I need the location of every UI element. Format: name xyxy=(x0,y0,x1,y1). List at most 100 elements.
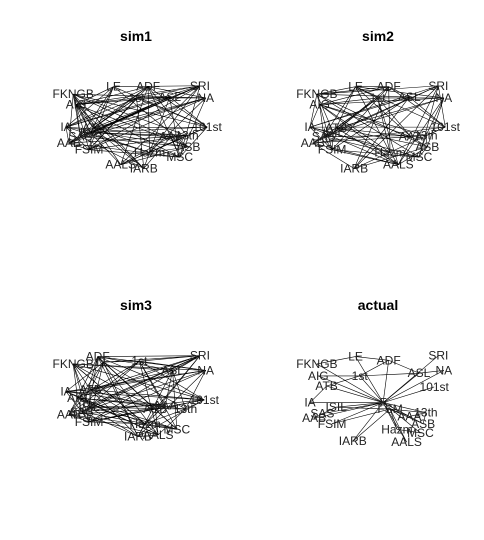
node-label: FSIM xyxy=(75,143,104,157)
network-edge xyxy=(418,146,428,158)
network-edge xyxy=(427,97,445,147)
network-edge xyxy=(65,391,166,406)
network-edge xyxy=(352,402,384,442)
node-label: NA xyxy=(436,363,453,377)
network-edge xyxy=(319,97,378,105)
network-edge xyxy=(144,405,166,424)
network-edge xyxy=(72,363,91,390)
network-edge xyxy=(147,86,208,128)
node-label: MSC xyxy=(407,426,434,440)
network-edge xyxy=(72,363,90,422)
node-label: SAS xyxy=(70,405,94,419)
node-label: SAS xyxy=(312,130,336,144)
node-label: ASL xyxy=(408,366,431,380)
network-edge xyxy=(145,423,177,430)
network-edge xyxy=(316,86,356,95)
network-edge xyxy=(81,370,206,413)
network-edge xyxy=(136,97,145,169)
network-edge xyxy=(103,361,186,410)
network-edge xyxy=(331,96,410,150)
network-edge xyxy=(68,355,201,415)
node-label: ADF xyxy=(86,350,110,364)
network-edge xyxy=(171,135,187,137)
node-label: LE xyxy=(106,80,121,94)
network-edge xyxy=(148,86,206,99)
network-edge xyxy=(113,86,189,148)
network-edge xyxy=(136,97,208,128)
network-edge xyxy=(389,152,420,158)
network-edge xyxy=(76,86,149,105)
network-edge xyxy=(81,399,205,413)
network-edge xyxy=(319,104,411,137)
node-label: ATB xyxy=(325,121,347,135)
network-edge xyxy=(149,146,189,153)
node-label: 101st xyxy=(431,120,461,134)
node-label: SRI xyxy=(190,349,210,363)
network-edge xyxy=(309,85,439,128)
network-edge xyxy=(139,360,205,401)
network-edge xyxy=(65,97,137,128)
network-edge xyxy=(75,104,189,148)
node-label: AALS xyxy=(105,158,136,172)
node-label: IARB xyxy=(124,430,152,444)
node-label: NA xyxy=(197,363,214,377)
network-edge xyxy=(179,126,208,158)
network-edge xyxy=(312,132,334,144)
network-edge xyxy=(398,146,428,165)
node-label: LE xyxy=(348,350,363,364)
node-label: FKNGB xyxy=(296,87,337,101)
node-label: FSIM xyxy=(318,143,347,157)
network-edge xyxy=(165,370,173,406)
network-edge xyxy=(355,86,446,128)
network-edge xyxy=(319,104,325,137)
network-edge xyxy=(68,397,78,415)
network-edge xyxy=(323,136,391,153)
network-edge xyxy=(332,149,420,158)
network-edge xyxy=(73,363,205,401)
network-edge xyxy=(77,397,166,406)
network-edge xyxy=(170,136,189,148)
network-edge xyxy=(355,356,389,361)
node-label: 13th xyxy=(414,406,437,420)
node-label: ASL xyxy=(158,90,181,104)
network-edge xyxy=(65,391,83,412)
network-edge xyxy=(139,361,178,430)
network-edge xyxy=(323,135,426,137)
network-edge xyxy=(65,96,170,128)
network-edge xyxy=(336,127,411,137)
network-edge xyxy=(389,408,398,430)
network-edge xyxy=(65,86,149,128)
network-edge xyxy=(88,135,188,150)
network-edge xyxy=(336,406,391,410)
network-edge xyxy=(185,399,205,410)
node-label: LE xyxy=(348,80,363,94)
node-label: ISIL xyxy=(80,126,102,140)
network-edge xyxy=(353,96,410,169)
network-edge xyxy=(388,86,410,98)
network-edge xyxy=(418,85,439,158)
network-edge xyxy=(81,411,146,425)
node-label: SRI xyxy=(428,79,448,93)
network-edge xyxy=(88,97,206,150)
panel-title: sim1 xyxy=(120,28,152,44)
network-edge xyxy=(68,408,156,415)
network-edge xyxy=(65,126,187,136)
network-edge xyxy=(359,360,389,377)
node-label: AALS xyxy=(383,158,414,172)
node-label: AIG xyxy=(66,98,87,112)
node-label: MSC xyxy=(166,150,193,164)
node-label: MSC xyxy=(406,150,433,164)
network-edge xyxy=(77,355,201,399)
network-edge xyxy=(333,97,378,133)
network-edge xyxy=(359,372,420,377)
network-edge xyxy=(68,142,90,150)
node-label: IARB xyxy=(340,161,368,175)
node-label: ASB xyxy=(411,417,435,431)
network-edge xyxy=(89,406,186,410)
network-edge xyxy=(89,421,146,425)
node-label: AAA xyxy=(399,130,423,144)
network-edge xyxy=(438,85,446,128)
network-edge xyxy=(73,363,173,371)
node-label: AIG xyxy=(67,391,88,405)
